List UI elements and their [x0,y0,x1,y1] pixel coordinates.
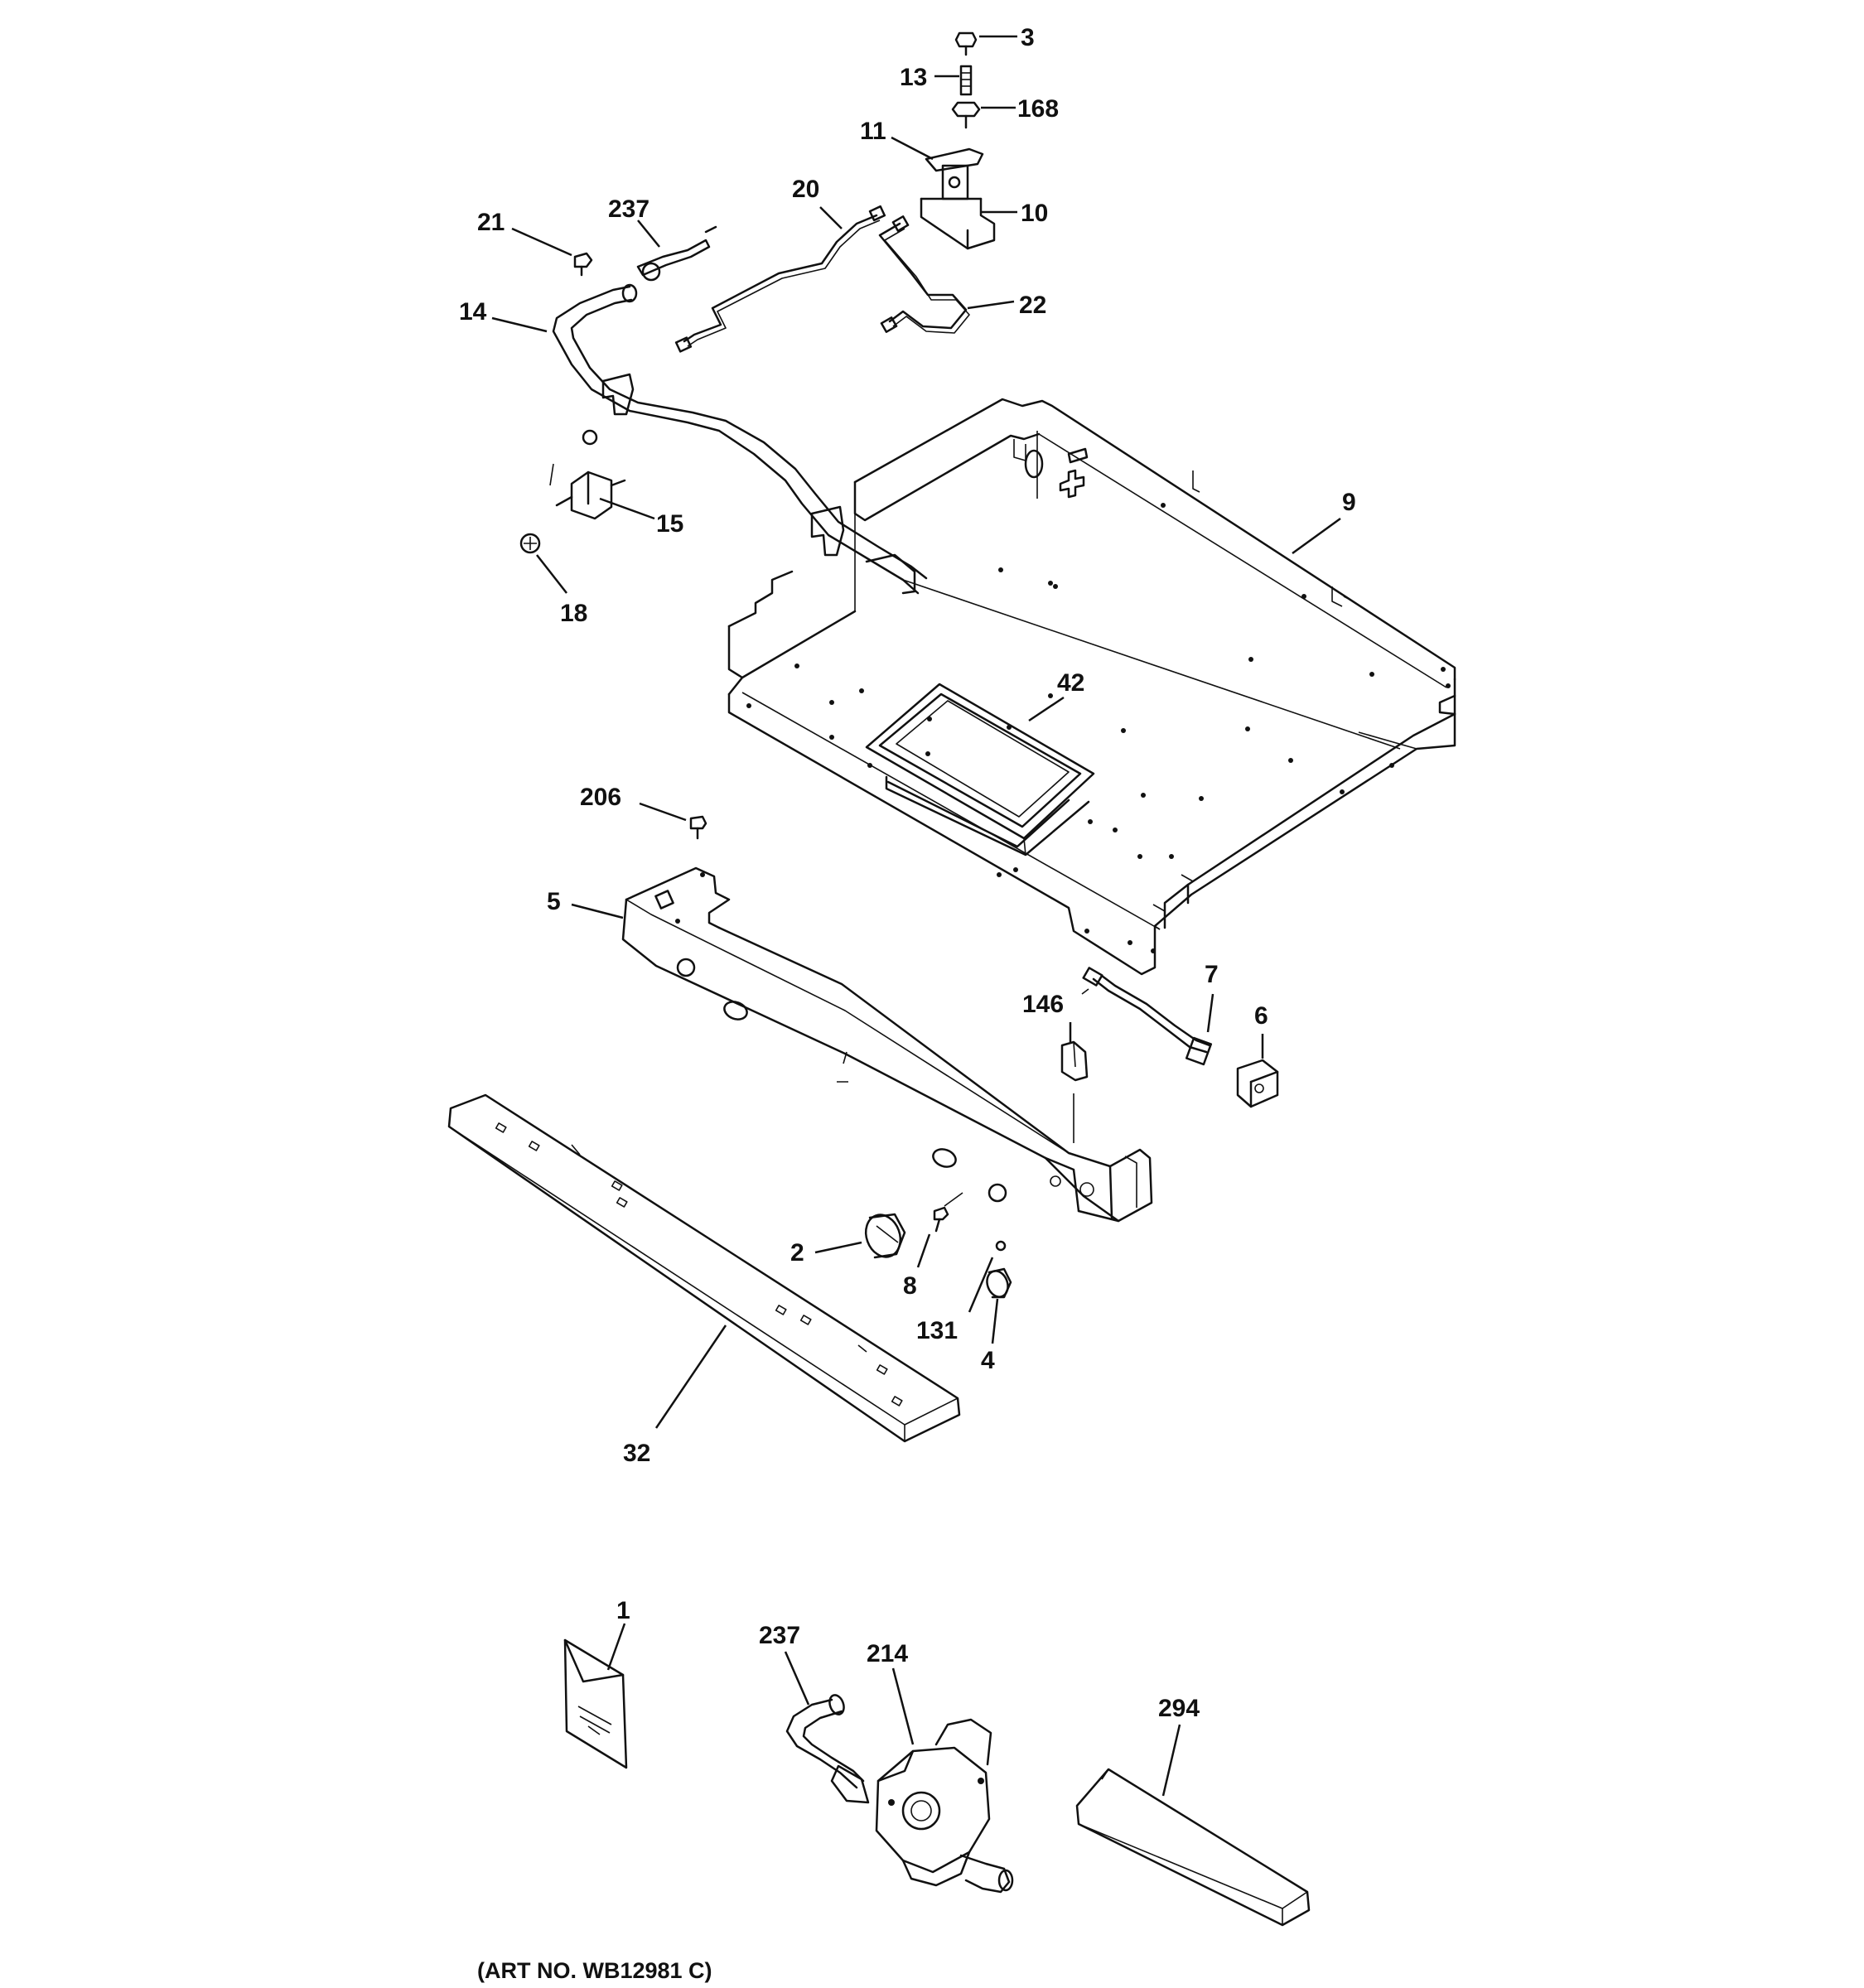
part-1-literature-envelope [563,1638,628,1769]
leader-206 [639,802,687,822]
label-part-3: 3 [1021,24,1035,51]
label-part-4: 4 [981,1347,995,1374]
leader-7 [1206,993,1214,1033]
label-part-22: 22 [1019,292,1046,319]
part-9-burner-box [727,398,1456,976]
leader-2 [814,1241,862,1254]
label-part-42: 42 [1057,669,1084,697]
part-15-switch [549,429,626,520]
leader-294 [1161,1724,1181,1797]
label-part-237-top: 237 [608,195,650,223]
label-part-168: 168 [1017,95,1059,123]
part-131-clip [995,1240,1007,1252]
leader-9 [1292,517,1341,555]
leader-1 [606,1623,626,1671]
label-part-237-bottom: 237 [759,1622,800,1649]
leader-18 [536,554,567,594]
part-14-manifold-pipe [552,283,928,595]
leader-11 [891,136,934,161]
leader-5 [571,903,624,919]
art-number-caption: (ART NO. WB12981 C) [477,1958,712,1983]
label-part-7: 7 [1205,961,1219,988]
part-8-screw [933,1192,963,1233]
label-part-294: 294 [1158,1695,1200,1722]
part-237-orifice-top [636,225,717,282]
leader-32 [654,1325,727,1429]
leader-15 [599,497,655,520]
part-22-tube [878,215,970,334]
part-11-valve-body [925,147,984,200]
label-part-14: 14 [459,298,487,326]
label-part-146: 146 [1022,991,1064,1018]
part-21-screw [573,252,593,277]
leader-237-top [637,220,660,248]
label-part-2: 2 [790,1239,804,1267]
label-part-9: 9 [1342,489,1356,516]
label-part-21: 21 [477,209,505,236]
label-part-1: 1 [616,1597,630,1624]
part-3-screw [954,31,978,56]
leader-237-bottom [784,1651,810,1706]
label-part-6: 6 [1254,1002,1268,1030]
part-294-bracket [1075,1768,1311,1927]
part-214-gas-regulator [875,1718,1014,1894]
leader-21 [511,227,572,257]
part-6-switch [1236,1059,1279,1108]
leader-42 [1028,696,1065,722]
part-206-screw [689,815,707,840]
part-13-bolt [959,65,973,96]
part-42-plate [865,683,1095,856]
label-part-214: 214 [867,1640,908,1667]
leader-14 [491,316,548,333]
part-4-knob [986,1267,1012,1299]
label-part-10: 10 [1021,200,1048,227]
part-20-tube [674,205,886,353]
part-32-trim-strip [447,1093,961,1443]
part-10-bracket [920,197,996,250]
label-part-32: 32 [623,1440,650,1467]
label-part-206: 206 [580,784,621,811]
part-7-harness [1081,967,1213,1066]
part-146-clip [1060,1040,1089,1143]
leader-214 [891,1667,915,1745]
label-part-8: 8 [903,1272,917,1300]
label-part-18: 18 [560,600,587,627]
part-5-control-panel [621,866,1153,1223]
leader-8 [916,1233,931,1268]
label-part-20: 20 [792,176,819,203]
label-part-11: 11 [860,118,886,145]
label-part-5: 5 [547,888,561,915]
label-part-13: 13 [900,64,927,91]
part-18-nut [519,533,541,554]
part-168-fitting [951,101,981,129]
part-237-orifice-bottom [785,1694,870,1804]
label-part-15: 15 [656,510,683,538]
part-2-knob [864,1213,906,1259]
leader-22 [967,300,1015,310]
leader-131 [968,1257,994,1313]
leader-20 [819,206,843,229]
leader-4 [991,1298,999,1344]
label-part-131: 131 [916,1317,958,1344]
